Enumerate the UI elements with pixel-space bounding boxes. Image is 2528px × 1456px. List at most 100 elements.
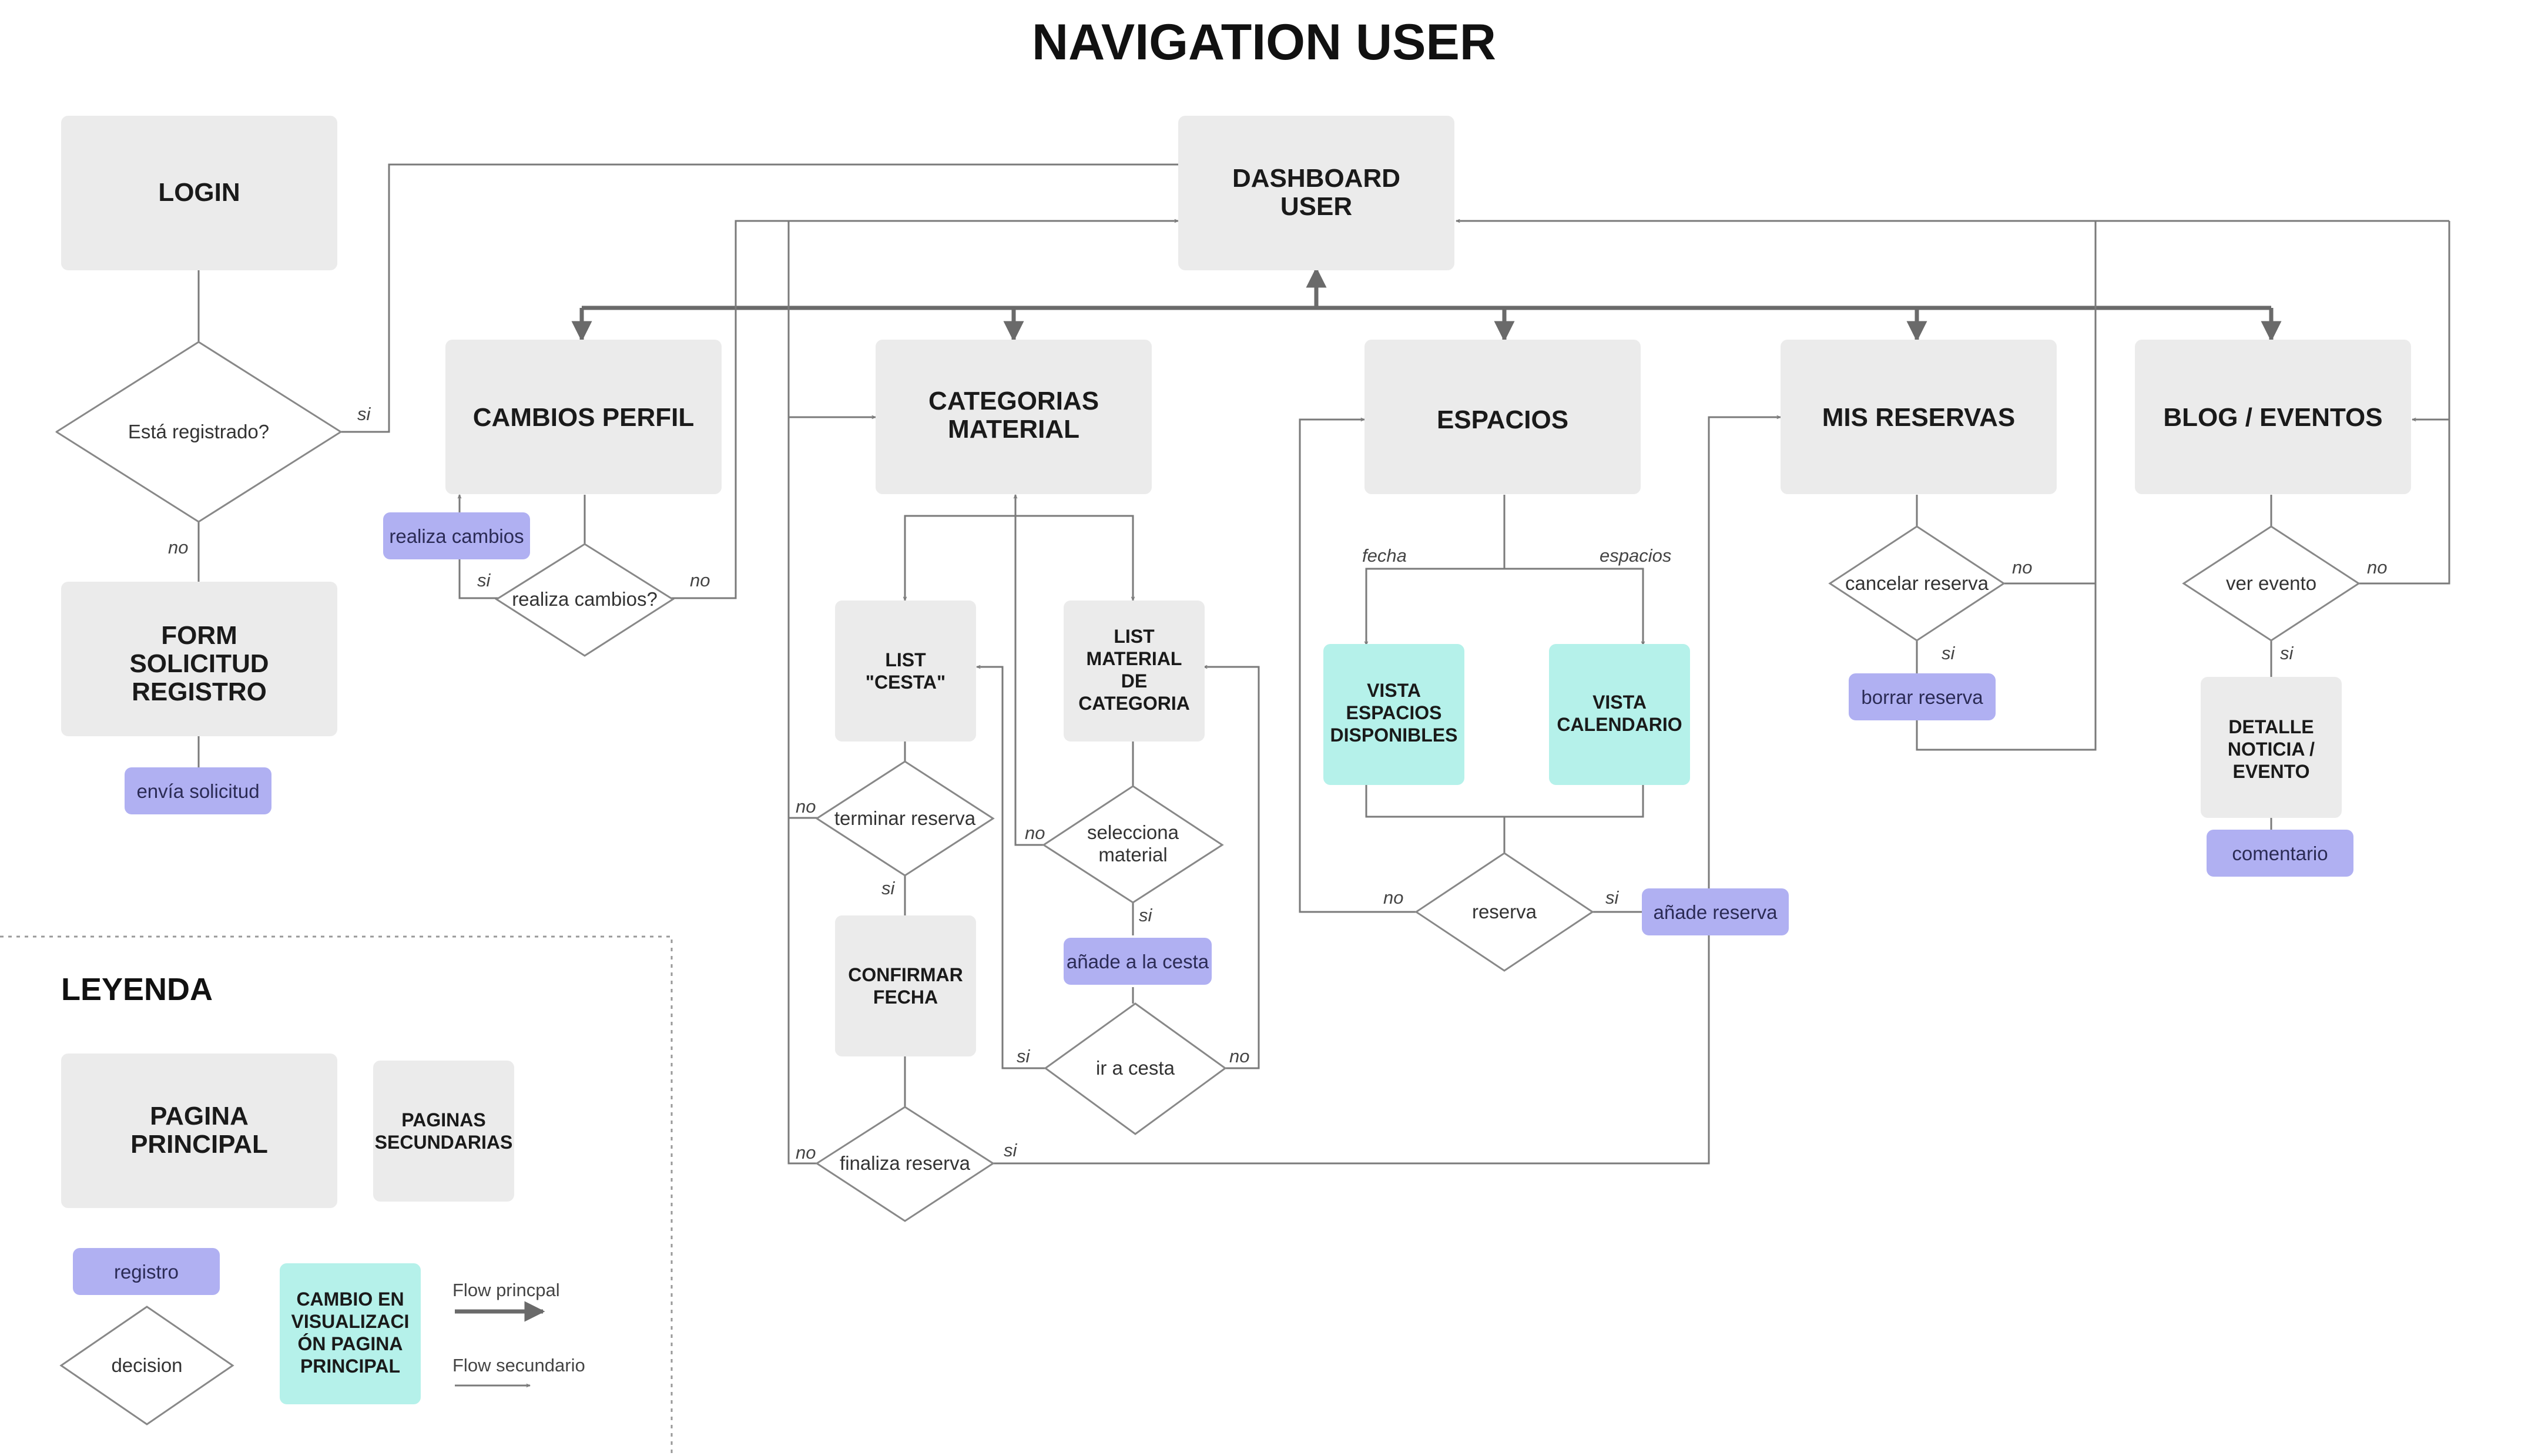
- svg-text:SECUNDARIAS: SECUNDARIAS: [375, 1132, 513, 1153]
- edge-label-no: no: [1229, 1046, 1249, 1066]
- edge-label-no: no: [796, 1142, 816, 1163]
- node-blog-eventos: BLOG / EVENTOS: [2135, 340, 2411, 494]
- decision-terminar-reserva: terminar reserva: [815, 760, 995, 877]
- svg-text:ESPACIOS: ESPACIOS: [1346, 702, 1442, 723]
- svg-text:REGISTRO: REGISTRO: [132, 677, 267, 706]
- edge-labels: si no si no no si no si si no no si fech…: [168, 404, 2387, 1163]
- svg-text:ÓN PAGINA: ÓN PAGINA: [298, 1333, 403, 1354]
- svg-text:DETALLE: DETALLE: [2228, 716, 2314, 737]
- svg-text:Flow princpal: Flow princpal: [452, 1280, 560, 1300]
- edge-label-no: no: [2367, 557, 2387, 578]
- decision-finaliza-reserva: finaliza reserva: [815, 1106, 995, 1222]
- svg-text:EVENTO: EVENTO: [2233, 761, 2310, 782]
- node-confirmar-fecha: CONFIRMAR FECHA: [835, 915, 976, 1056]
- svg-text:cancelar reserva: cancelar reserva: [1845, 572, 1989, 594]
- decision-esta-registrado: Está registrado?: [55, 341, 342, 523]
- register-comentario: comentario: [2207, 830, 2353, 877]
- svg-text:PRINCIPAL: PRINCIPAL: [130, 1130, 268, 1159]
- legend: LEYENDA PAGINA PRINCIPAL PAGINAS SECUNDA…: [0, 935, 673, 1456]
- edge-label-no: no: [168, 537, 188, 558]
- svg-text:CATEGORIAS: CATEGORIAS: [928, 387, 1099, 415]
- svg-text:LIST: LIST: [1114, 626, 1155, 647]
- edge-label-espacios: espacios: [1600, 545, 1671, 566]
- decision-ver-evento: ver evento: [2182, 525, 2361, 642]
- svg-text:DISPONIBLES: DISPONIBLES: [1330, 724, 1458, 746]
- edge-label-si: si: [1004, 1140, 1018, 1160]
- edge-label-si: si: [357, 404, 371, 424]
- svg-text:LIST: LIST: [885, 649, 926, 670]
- node-vista-calendario: VISTA CALENDARIO: [1549, 644, 1690, 785]
- svg-text:VISUALIZACI: VISUALIZACI: [291, 1311, 410, 1332]
- edge-label-no: no: [690, 570, 710, 591]
- svg-text:MIS RESERVAS: MIS RESERVAS: [1822, 403, 2015, 432]
- svg-text:PAGINAS: PAGINAS: [401, 1109, 485, 1130]
- svg-text:Flow secundario: Flow secundario: [452, 1355, 585, 1376]
- edge-label-si: si: [1017, 1046, 1031, 1066]
- decision-ir-a-cesta: ir a cesta: [1044, 1002, 1227, 1135]
- svg-text:LOGIN: LOGIN: [158, 178, 240, 207]
- legend-pagina-principal: PAGINA PRINCIPAL: [61, 1054, 337, 1208]
- svg-text:Está registrado?: Está registrado?: [128, 421, 269, 442]
- node-detalle-evento: DETALLE NOTICIA / EVENTO: [2201, 677, 2342, 818]
- edge-label-si: si: [881, 878, 896, 898]
- svg-text:ESPACIOS: ESPACIOS: [1437, 405, 1568, 434]
- svg-text:MATERIAL: MATERIAL: [948, 415, 1079, 444]
- svg-text:ver evento: ver evento: [2226, 572, 2316, 594]
- legend-cambio-visualizacion: CAMBIO EN VISUALIZACI ÓN PAGINA PRINCIPA…: [280, 1263, 421, 1404]
- svg-text:DE: DE: [1121, 670, 1147, 692]
- decision-reserva: reserva: [1414, 852, 1594, 972]
- edge-label-si: si: [1605, 887, 1620, 908]
- legend-flow-principal: Flow princpal: [452, 1280, 560, 1322]
- node-vista-espacios: VISTA ESPACIOS DISPONIBLES: [1323, 644, 1464, 785]
- svg-text:CAMBIOS PERFIL: CAMBIOS PERFIL: [473, 403, 694, 432]
- svg-text:CONFIRMAR: CONFIRMAR: [848, 964, 963, 985]
- svg-text:CATEGORIA: CATEGORIA: [1078, 693, 1190, 714]
- node-mis-reservas: MIS RESERVAS: [1781, 340, 2057, 494]
- svg-text:ir a cesta: ir a cesta: [1096, 1057, 1175, 1079]
- connectors: [197, 163, 2450, 1165]
- svg-text:FORM: FORM: [161, 621, 237, 650]
- svg-text:reserva: reserva: [1472, 901, 1537, 922]
- svg-text:VISTA: VISTA: [1592, 692, 1647, 713]
- register-realiza-cambios: realiza cambios: [383, 512, 530, 559]
- node-login: LOGIN: [61, 116, 337, 270]
- register-anade-cesta: añade a la cesta: [1064, 938, 1212, 985]
- legend-border: [0, 935, 673, 1456]
- node-cambios-perfil: CAMBIOS PERFIL: [445, 340, 722, 494]
- decision-selecciona-material: selecciona material: [1042, 785, 1224, 904]
- edge-label-si: si: [2280, 643, 2294, 663]
- svg-text:PAGINA: PAGINA: [150, 1102, 249, 1130]
- edge-label-si: si: [1139, 905, 1153, 925]
- edge-label-no: no: [2012, 557, 2032, 578]
- svg-text:terminar reserva: terminar reserva: [834, 807, 976, 829]
- register-envia-solicitud: envía solicitud: [125, 767, 271, 814]
- svg-text:PRINCIPAL: PRINCIPAL: [300, 1356, 400, 1377]
- svg-text:MATERIAL: MATERIAL: [1087, 648, 1182, 669]
- svg-text:USER: USER: [1280, 192, 1352, 221]
- node-list-cesta: LIST "CESTA": [835, 600, 976, 742]
- svg-text:borrar reserva: borrar reserva: [1861, 686, 1983, 708]
- svg-text:"CESTA": "CESTA": [866, 672, 946, 693]
- node-list-material: LIST MATERIAL DE CATEGORIA: [1064, 600, 1205, 742]
- legend-title: LEYENDA: [61, 972, 213, 1007]
- decision-realiza-cambios: realiza cambios?: [495, 543, 675, 657]
- svg-text:SOLICITUD: SOLICITUD: [129, 649, 269, 678]
- node-categorias-material: CATEGORIAS MATERIAL: [876, 340, 1152, 494]
- svg-text:BLOG / EVENTOS: BLOG / EVENTOS: [2163, 403, 2382, 432]
- edge-label-si: si: [1942, 643, 1956, 663]
- node-form-solicitud: FORM SOLICITUD REGISTRO: [61, 582, 337, 736]
- legend-flow-secundario: Flow secundario: [452, 1355, 585, 1385]
- svg-text:selecciona: selecciona: [1087, 821, 1179, 843]
- svg-text:realiza cambios?: realiza cambios?: [512, 588, 658, 610]
- legend-paginas-secundarias: PAGINAS SECUNDARIAS: [373, 1061, 514, 1202]
- decision-cancelar-reserva: cancelar reserva: [1828, 525, 2006, 642]
- svg-text:finaliza reserva: finaliza reserva: [840, 1152, 971, 1174]
- svg-text:realiza cambios: realiza cambios: [389, 525, 524, 547]
- svg-text:VISTA: VISTA: [1367, 680, 1421, 701]
- edge-label-no: no: [1025, 823, 1045, 843]
- diagram-title: NAVIGATION USER: [1032, 14, 1496, 71]
- edge-label-fecha: fecha: [1362, 545, 1407, 566]
- edge-label-no: no: [796, 796, 816, 817]
- node-espacios: ESPACIOS: [1364, 340, 1641, 494]
- edge-label-no: no: [1383, 887, 1403, 908]
